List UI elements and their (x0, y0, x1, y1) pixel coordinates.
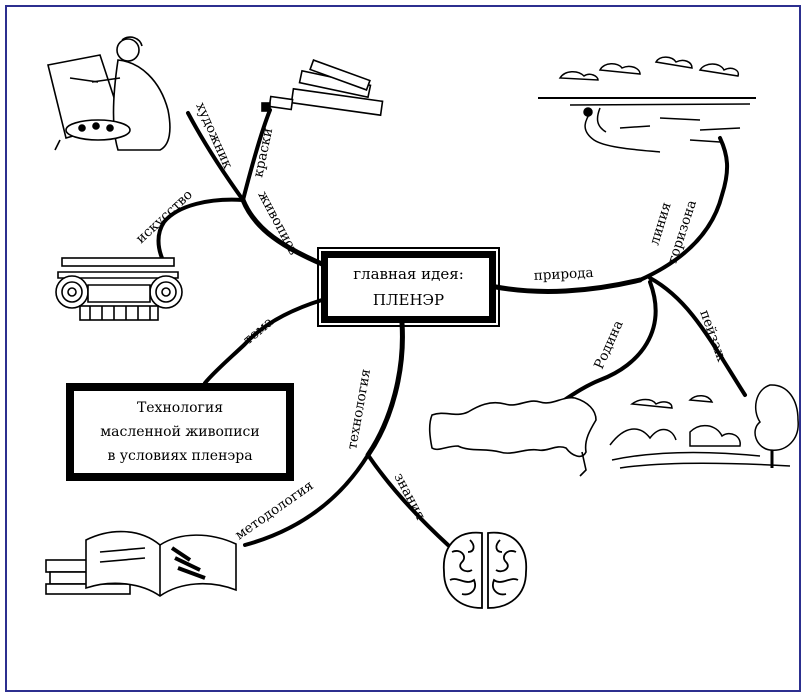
painter-icon (47, 36, 171, 151)
river-landscape-icon (538, 56, 756, 153)
paint-tubes-icon (261, 59, 384, 117)
russia-map-icon (428, 396, 597, 477)
open-book-icon (45, 530, 237, 597)
central-topic-box: главная идея: ПЛЕНЭР (317, 247, 500, 327)
branch-homeland (558, 280, 658, 405)
branch-theme (203, 298, 324, 385)
label-technology: технология (344, 368, 374, 451)
branch-landscape (648, 276, 747, 397)
trees-landscape-icon (609, 384, 799, 469)
label-knowledge: знания (390, 470, 428, 522)
subtopic-box: Технология масленной живописи в условиях… (66, 383, 294, 481)
branch-art (156, 197, 245, 260)
subtopic-line1: Технология (136, 400, 224, 416)
branch-horizon (638, 136, 729, 282)
label-nature: природа (533, 265, 594, 284)
central-topic-line2: ПЛЕНЭР (372, 291, 445, 309)
brain-icon (442, 531, 528, 609)
branch-nature (493, 277, 643, 294)
ionic-capital-icon (55, 257, 183, 321)
label-art: искусство (133, 187, 196, 247)
label-landscape: пейзаж (696, 308, 730, 365)
label-paints: краски (250, 126, 276, 178)
branch-painting (240, 197, 325, 267)
central-topic-line1: главная идея: (353, 265, 464, 283)
label-homeland: Родина (591, 318, 627, 372)
branch-methodology (243, 453, 370, 547)
subtopic-line3: в условиях пленэра (107, 448, 253, 464)
branch-artist (186, 111, 245, 202)
label-theme: тема (240, 314, 276, 348)
branch-paints (241, 108, 272, 202)
label-painting: живопись (254, 188, 301, 257)
branch-knowledge (366, 453, 450, 547)
subtopic-line2: масленной живописи (100, 424, 260, 440)
branch-technology (365, 320, 405, 458)
